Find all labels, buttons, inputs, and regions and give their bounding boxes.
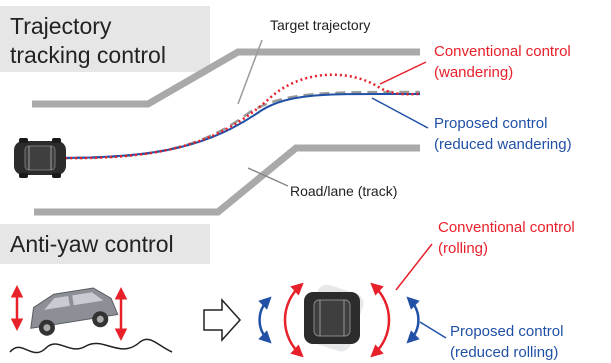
rolling-arc-right-blue (406, 296, 420, 344)
road-lower-edge (34, 144, 420, 216)
leader-conventional-2 (395, 243, 433, 291)
rolling-arc-left-blue (258, 296, 272, 344)
car-rolling-top-view-icon (304, 292, 360, 344)
label-proposed-2-line2: (reduced rolling) (450, 344, 558, 361)
label-proposed-1-line2: (reduced wandering) (434, 136, 572, 153)
conventional-control-line (59, 73, 421, 160)
wavy-road-line (9, 338, 173, 354)
leader-road (247, 167, 289, 187)
label-target-trajectory: Target trajectory (270, 17, 370, 33)
road-upper-edge (32, 48, 420, 108)
label-conventional-1-line2: (wandering) (434, 64, 513, 81)
label-road: Road/lane (track) (290, 183, 397, 199)
label-conventional-1-line1: Conventional control (434, 43, 571, 60)
section-anti-yaw: Anti-yaw control (0, 219, 575, 361)
label-conventional-2-line2: (rolling) (438, 240, 488, 257)
rolling-arc-left-red (283, 282, 304, 358)
label-conventional-2-line1: Conventional control (438, 219, 575, 236)
title-anti-yaw: Anti-yaw control (10, 231, 174, 257)
label-proposed-1-line1: Proposed control (434, 115, 547, 132)
title-trajectory-line1: Trajectory (10, 13, 112, 39)
leader-target (237, 39, 263, 105)
rolling-arc-right-red (370, 282, 391, 358)
label-proposed-2-line1: Proposed control (450, 323, 563, 340)
car-top-view-icon (14, 138, 66, 178)
leader-proposed-2 (419, 321, 447, 339)
leader-proposed-1 (371, 97, 429, 129)
leader-conventional-1 (379, 61, 427, 85)
car-side-view-icon (30, 287, 119, 336)
title-box-anti-yaw (0, 224, 210, 264)
title-trajectory-line2: tracking control (10, 42, 166, 68)
section-trajectory-tracking: Trajectory tracking control Target t (0, 6, 572, 216)
title-box-trajectory (0, 6, 210, 72)
transition-arrow-icon (203, 298, 242, 342)
